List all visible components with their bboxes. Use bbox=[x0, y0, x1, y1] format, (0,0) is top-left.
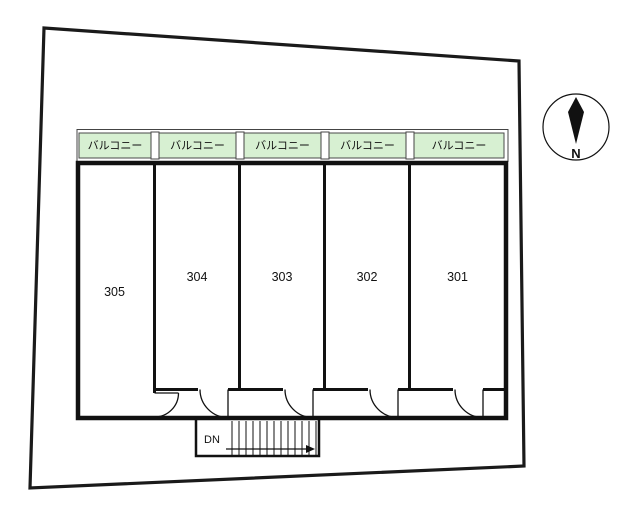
stair-arrowhead-icon bbox=[306, 445, 315, 453]
compass: N bbox=[542, 93, 610, 161]
stair-treads bbox=[231, 421, 317, 455]
unit-label: 305 bbox=[104, 285, 125, 299]
balcony-section bbox=[78, 132, 152, 159]
balcony-divider bbox=[405, 131, 415, 160]
doors bbox=[154, 389, 484, 419]
building-walls bbox=[75, 160, 509, 421]
north-needle-icon bbox=[568, 97, 584, 144]
unit-partition-walls bbox=[153, 165, 411, 393]
door-swing-icon bbox=[454, 389, 484, 419]
unit-label: 301 bbox=[447, 270, 468, 284]
balcony-divider bbox=[320, 131, 330, 160]
door-swing-icon bbox=[199, 389, 229, 419]
door-swing-icon bbox=[154, 392, 180, 418]
balcony-label: バルコニー bbox=[255, 139, 310, 152]
balcony-label: バルコニー bbox=[340, 139, 395, 152]
site-boundary bbox=[28, 26, 526, 490]
balcony-label: バルコニー bbox=[432, 139, 487, 152]
building-outline bbox=[75, 160, 509, 421]
balcony-label: バルコニー bbox=[170, 139, 225, 152]
balcony-divider bbox=[235, 131, 245, 160]
north-label: N bbox=[571, 146, 580, 161]
staircase: DN bbox=[194, 417, 321, 458]
unit-label: 304 bbox=[187, 270, 208, 284]
staircase-outline bbox=[194, 417, 321, 458]
door-swing-icon bbox=[284, 389, 314, 419]
unit-label: 302 bbox=[357, 270, 378, 284]
balcony-section bbox=[413, 132, 505, 159]
balcony-strip: バルコニー バルコニー バルコニー バルコニー バルコニー bbox=[76, 129, 509, 162]
unit-label: 303 bbox=[272, 270, 293, 284]
balcony-label: バルコニー bbox=[88, 139, 143, 152]
balcony-section bbox=[158, 132, 237, 159]
balcony-divider bbox=[150, 131, 160, 160]
door-swing-icon bbox=[369, 389, 399, 419]
stair-direction-label: DN bbox=[204, 434, 220, 446]
